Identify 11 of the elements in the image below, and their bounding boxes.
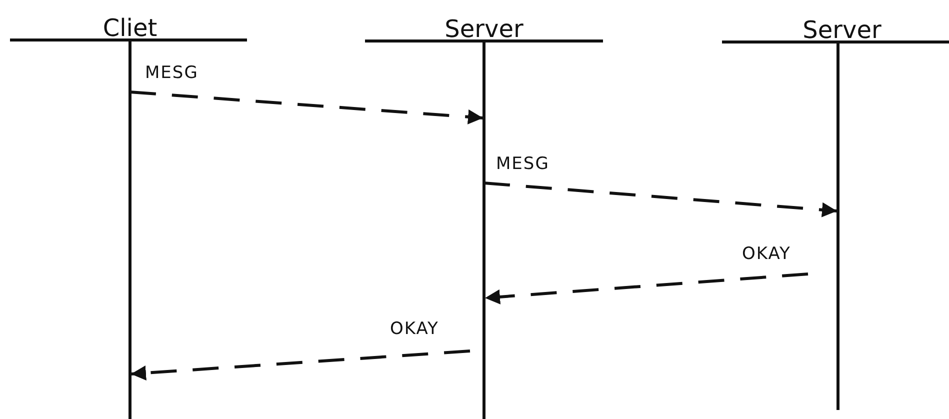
message-arrow: [484, 182, 838, 218]
edge-label: OKAY: [390, 320, 439, 338]
message-arrow: [130, 90, 484, 124]
edge-label: OKAY: [742, 245, 791, 263]
edge-label: MESG: [145, 64, 198, 82]
participant-name: Cliet: [102, 16, 158, 40]
message-arrow: [484, 272, 808, 304]
participant-name: Server: [802, 18, 882, 42]
message-arrow: [130, 350, 470, 380]
edge-label: MESG: [496, 155, 550, 173]
participant-name: Server: [444, 17, 524, 41]
